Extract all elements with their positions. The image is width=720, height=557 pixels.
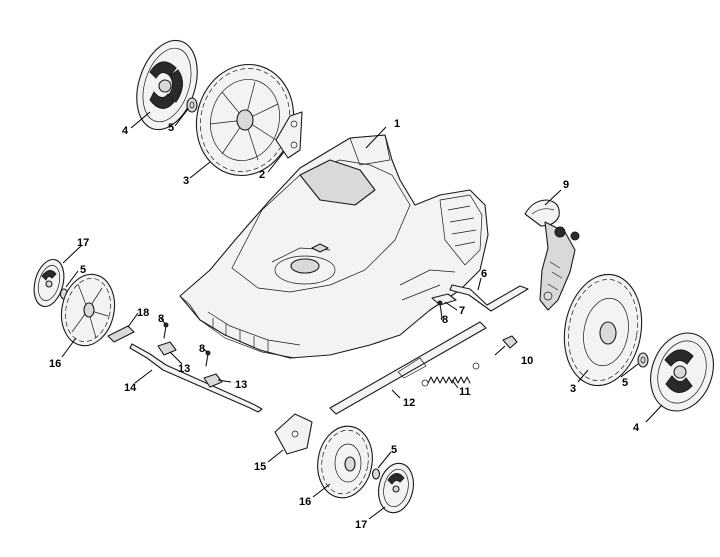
callout-13-upper: 13 [178, 363, 190, 375]
callout-5-bottom: 5 [391, 444, 397, 456]
part-hub-cap-right [650, 332, 714, 412]
callout-5-top: 5 [168, 122, 174, 134]
part-rear-axle-rod [449, 284, 529, 312]
callout-12: 12 [403, 397, 415, 409]
callout-5-right: 5 [622, 377, 628, 389]
callout-10: 10 [521, 355, 533, 367]
callout-13-lower: 13 [235, 379, 247, 391]
part-hub-cap-front-left [33, 258, 65, 308]
callout-17-bottom: 17 [355, 519, 367, 531]
callout-16-left: 16 [49, 358, 61, 370]
callout-9: 9 [563, 179, 569, 191]
part-front-clip [107, 325, 135, 343]
callout-16-bottom: 16 [299, 496, 311, 508]
part-screw-left-lower [205, 350, 211, 367]
part-axle-block-upper [157, 341, 177, 356]
part-front-axle-rod [129, 343, 263, 413]
callout-3-right: 3 [570, 383, 576, 395]
part-front-bracket [274, 413, 313, 455]
callout-1: 1 [394, 118, 400, 130]
part-axle-block-lower [203, 373, 223, 388]
part-washer-top-left [186, 97, 198, 113]
part-mower-deck [179, 134, 489, 359]
part-washer-bottom [371, 468, 381, 480]
callout-3-top: 3 [183, 175, 189, 187]
callout-labels: 1 2 3 3 4 4 5 5 5 5 6 7 8 8 8 9 10 11 12… [49, 118, 640, 531]
callout-11: 11 [459, 386, 471, 398]
callout-2: 2 [259, 169, 265, 181]
callout-4-right: 4 [633, 422, 640, 434]
leader-lines [61, 108, 663, 520]
part-spring [421, 362, 480, 387]
callout-8-left-lower: 8 [199, 343, 205, 355]
part-hub-cap-top-left [136, 39, 198, 131]
part-front-wheel-left [60, 273, 116, 347]
part-front-wheel-bottom [317, 425, 373, 499]
part-washer-right [637, 352, 649, 368]
callout-8-left-upper: 8 [158, 313, 164, 325]
part-link-bar [329, 321, 487, 415]
part-screw-right [437, 300, 443, 319]
callout-5-left: 5 [80, 264, 86, 276]
part-rear-wheel-right [563, 273, 643, 387]
callout-15: 15 [254, 461, 266, 473]
callout-6: 6 [481, 268, 487, 280]
part-rear-wheel-top-left [195, 63, 295, 177]
callout-7: 7 [459, 305, 465, 317]
callout-18: 18 [137, 307, 149, 319]
part-height-lever [524, 199, 580, 311]
part-hub-cap-bottom [378, 462, 414, 514]
part-wheel-bracket [275, 111, 303, 159]
callout-8-right: 8 [442, 314, 448, 326]
callout-17-left: 17 [77, 237, 89, 249]
part-screw-left-upper [163, 322, 169, 339]
part-small-cap [502, 335, 518, 349]
callout-4-top: 4 [122, 125, 129, 137]
callout-14: 14 [124, 382, 137, 394]
